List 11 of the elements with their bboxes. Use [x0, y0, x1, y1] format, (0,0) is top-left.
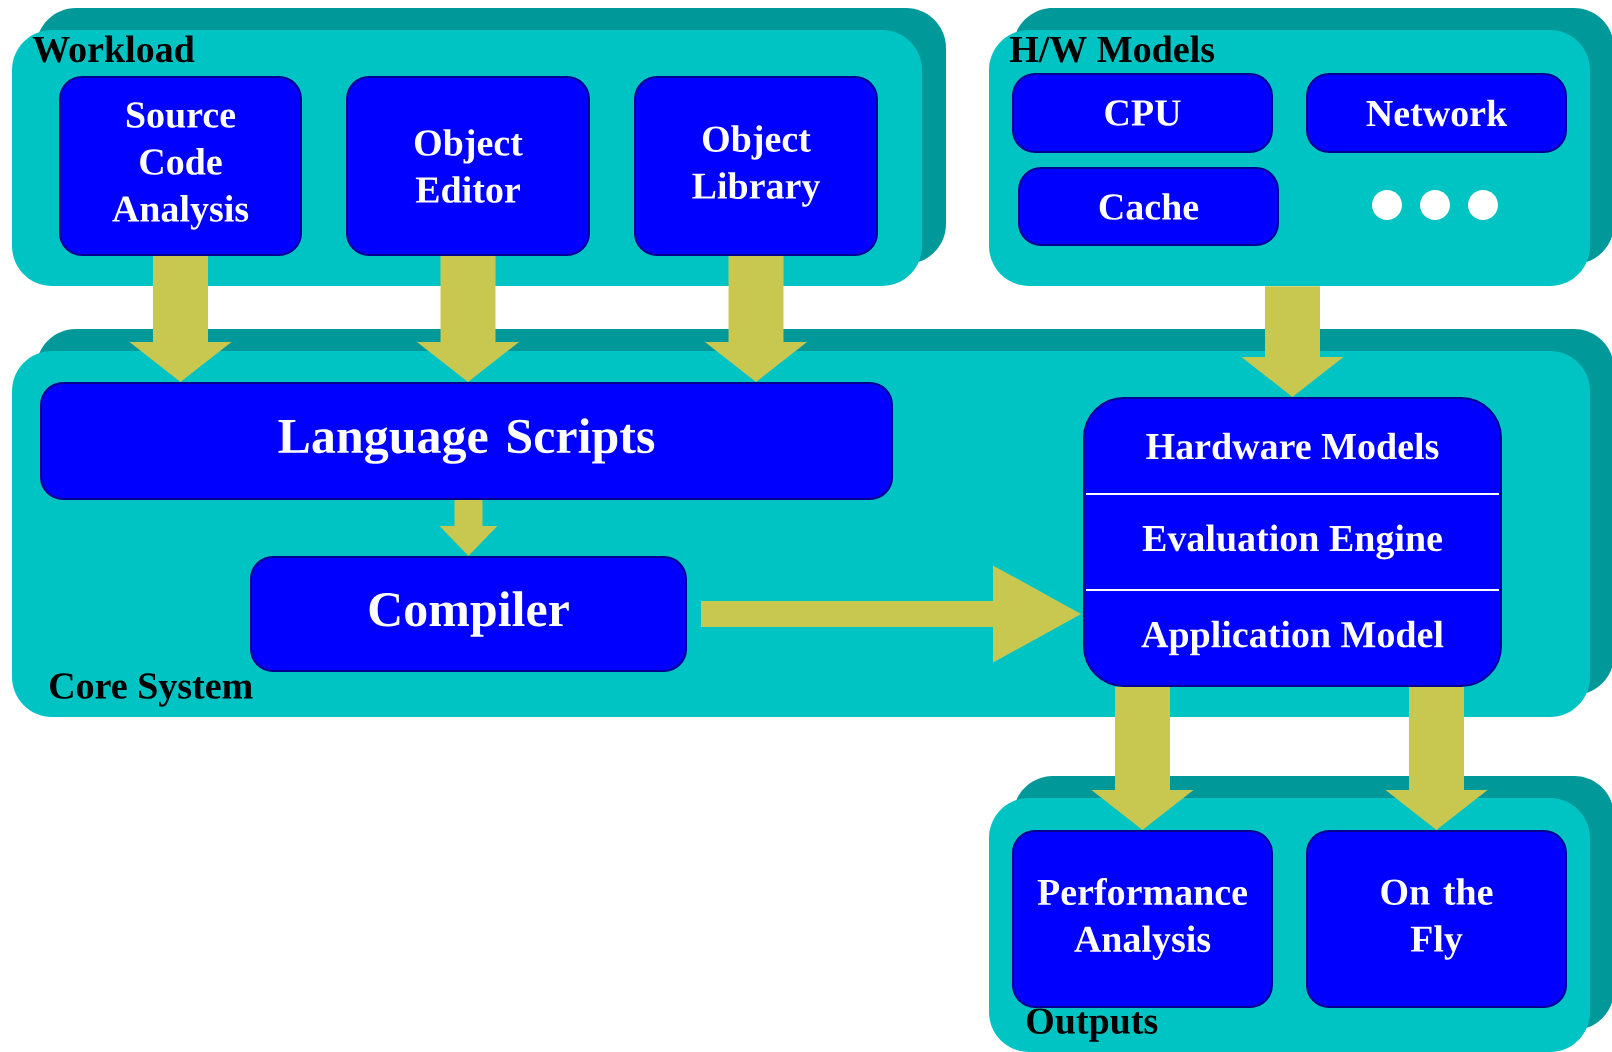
process-box: Network [1306, 73, 1567, 153]
process-box: Cache [1018, 167, 1279, 246]
process-box: Object Editor [346, 76, 590, 256]
process-box: Performance Analysis [1012, 830, 1273, 1008]
process-box: CPU [1012, 73, 1273, 153]
process-box: Object Library [634, 76, 878, 256]
process-box: On the Fly [1306, 830, 1567, 1008]
process-box: Source Code Analysis [59, 76, 302, 256]
model-stack: Hardware Models Evaluation Engine Application Model [1083, 397, 1502, 687]
process-box: Compiler [250, 556, 687, 672]
process-box: Language Scripts [40, 382, 893, 500]
